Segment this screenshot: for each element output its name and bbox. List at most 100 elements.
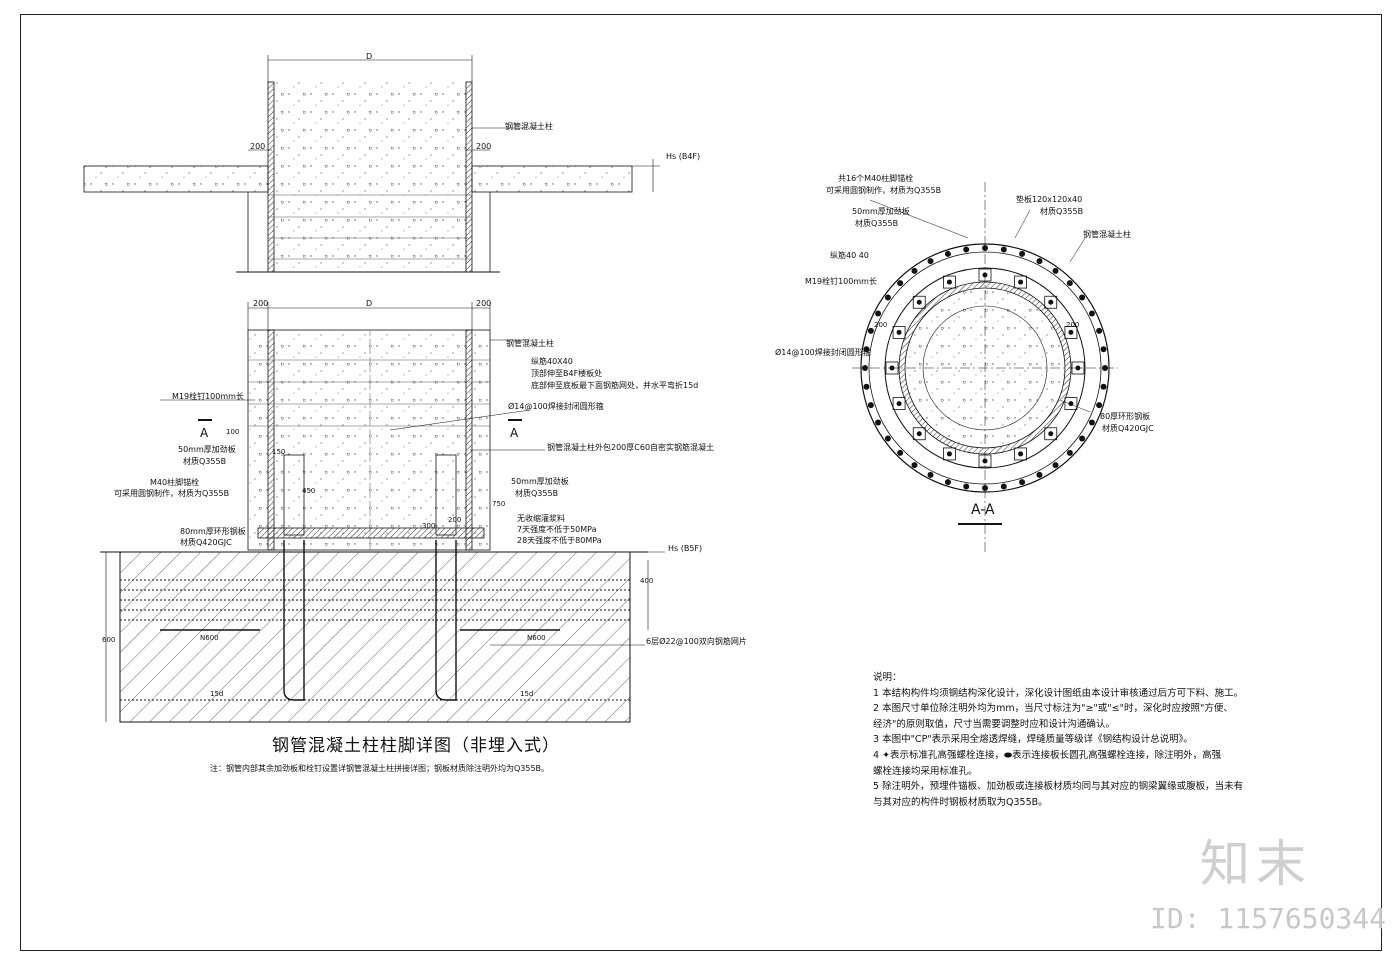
rebar-dot [944, 250, 951, 257]
rebar-dot [875, 310, 882, 317]
rebar-dot [1088, 419, 1095, 426]
rebar-dot [897, 280, 904, 287]
note-line: 螺栓连接均采用标准孔。 [873, 765, 978, 777]
label-column-main: 钢管混凝土柱 [506, 339, 554, 348]
dim-d: D [366, 299, 373, 308]
dim-100: 100 [226, 428, 240, 436]
label-wrap: 钢管混凝土柱外包200厚C60自密实钢筋混凝土 [547, 443, 715, 452]
anchor-bolt [1068, 329, 1074, 335]
dim-15d-right: 15d [520, 690, 534, 698]
label-m19: M19栓钉100mm长 [172, 392, 244, 401]
note-line: 3 本图中"CP"表示采用全熔透焊缝，焊缝质量等级详《钢结构设计总说明》。 [873, 734, 1193, 746]
rebar-dot [1100, 383, 1107, 390]
dim-n600-right: N600 [527, 634, 546, 642]
anchor-bolt [1018, 279, 1024, 285]
anchor-bolt [982, 272, 988, 278]
label-grout3: 28天强度不低于80MPa [517, 536, 602, 545]
rebar-dot [1036, 471, 1043, 478]
rebar-dot [911, 267, 918, 274]
drawing-frame [20, 14, 1382, 951]
anchor-bolt [1018, 451, 1024, 457]
dim-300: 300 [422, 522, 436, 530]
washer-plate [912, 427, 926, 441]
anchor-bolt [916, 431, 922, 437]
rebar-dot [1096, 402, 1103, 409]
label-column-top: 钢管混凝土柱 [505, 122, 553, 131]
rebar-dot [911, 462, 918, 469]
dim-n600-left: N600 [200, 634, 219, 642]
rebar-dot [863, 383, 870, 390]
dim-200-left: 200 [253, 299, 269, 308]
dim-section-200-left: 200 [874, 321, 888, 329]
washer-plate [892, 397, 906, 410]
lower-elevation [100, 302, 665, 723]
note-line: 2 本图尺寸单位除注明外均为mm，当尺寸标注为"≥"或"≤"时，深化时应按照"方… [873, 703, 1233, 715]
dim-750: 750 [492, 500, 506, 508]
washer-plate [1064, 326, 1078, 339]
note-line: 与其对应的构件时钢板材质取为Q355B。 [873, 796, 1048, 808]
label-grout1: 无收缩灌浆料 [517, 514, 565, 523]
dim-450: 450 [302, 487, 316, 495]
label-section-rebar: 纵筋40 40 [830, 251, 869, 260]
section-title-underline [958, 523, 1002, 525]
label-bolts16-1: 共16个M40柱脚锚栓 [838, 174, 914, 183]
rebar-dot [1000, 246, 1007, 253]
section-title: A-A [971, 502, 995, 518]
rebar-dot [1066, 449, 1073, 456]
anchor-bolt [946, 451, 952, 457]
label-rebar-note2: 底部伸至底板最下面钢筋网处，并水平弯折15d [531, 381, 699, 390]
anchor-bolt [896, 401, 902, 407]
label-ring2: 材质Q420GJC [1102, 424, 1154, 433]
washer-plate [943, 447, 956, 461]
notes-block: 说明： 1 本结构构件均须钢结构深化设计，深化设计图纸由本设计审核通过后方可下料… [873, 670, 1313, 810]
anchor-bolt [946, 279, 952, 285]
rebar-dot [875, 419, 882, 426]
washer-plate [1014, 275, 1027, 289]
label-section-column: 钢管混凝土柱 [1083, 230, 1131, 239]
rebar-dot [1079, 435, 1086, 442]
rebar-dot [867, 402, 874, 409]
washer-plate [885, 361, 899, 375]
rebar-dot [927, 258, 934, 265]
label-rebar-note1: 顶部伸至B4F楼板处 [531, 369, 603, 378]
level-b5f: Hs (B5F) [668, 544, 703, 553]
label-grout2: 7天强度不低于50MPa [517, 525, 597, 534]
label-rebar-40: 纵筋40X40 [531, 357, 573, 366]
label-bolts16-2: 可采用圆钢制作，材质为Q355B [826, 186, 942, 195]
label-stiff-right1: 50mm厚加劲板 [511, 477, 569, 486]
label-ring-left2: 材质Q420GJC [180, 538, 232, 547]
rebar-dot [897, 449, 904, 456]
dim-section-200-right: 200 [1066, 321, 1080, 329]
label-ring-left1: 80mm厚环形钢板 [180, 527, 246, 536]
washer-plate [892, 326, 906, 339]
rebar-dot [1100, 346, 1107, 353]
dim-150: 150 [272, 448, 286, 456]
note-line: 5 除注明外，预埋件锚板、加劲板或连接板材质均同与其对应的钢梁翼缘或腹板，当未有 [873, 781, 1244, 793]
rebar-dot [1066, 280, 1073, 287]
label-stiff-left2: 材质Q355B [183, 457, 227, 466]
anchor-bolt-ring [862, 245, 1108, 491]
drawing-subnote: 注：钢管内部其余加劲板和栓钉设置详钢管混凝土柱拼接详图；钢板材质除注明外均为Q3… [210, 764, 550, 773]
notes-head: 说明： [873, 672, 902, 683]
dim-d-top: D [366, 52, 373, 61]
anchor-bolt [889, 365, 895, 371]
rebar-dot [867, 327, 874, 334]
dim-400: 400 [640, 577, 654, 585]
dim-200a: 200 [448, 516, 462, 524]
rebar-dot [1019, 250, 1026, 257]
dim-200-left-top: 200 [250, 142, 266, 151]
dim-600: 600 [102, 636, 116, 644]
anchor-bolt [1048, 299, 1054, 305]
label-washer2: 材质Q355B [1040, 207, 1084, 216]
washer-plate [1014, 447, 1027, 461]
label-mesh: 6层Ø22@100双向钢筋网片 [646, 637, 747, 646]
label-stiff-right2: 材质Q355B [515, 489, 559, 498]
rebar-dot [1052, 267, 1059, 274]
note-line: 1 本结构构件均须钢结构深化设计，深化设计图纸由本设计审核通过后方可下料、施工。 [873, 687, 1244, 699]
label-washer1: 垫板120x120x40 [1016, 195, 1083, 204]
rebar-dot [884, 294, 891, 301]
upper-elevation [83, 55, 660, 273]
rebar-dot [1096, 327, 1103, 334]
section-mark-a-right: A [510, 426, 519, 440]
